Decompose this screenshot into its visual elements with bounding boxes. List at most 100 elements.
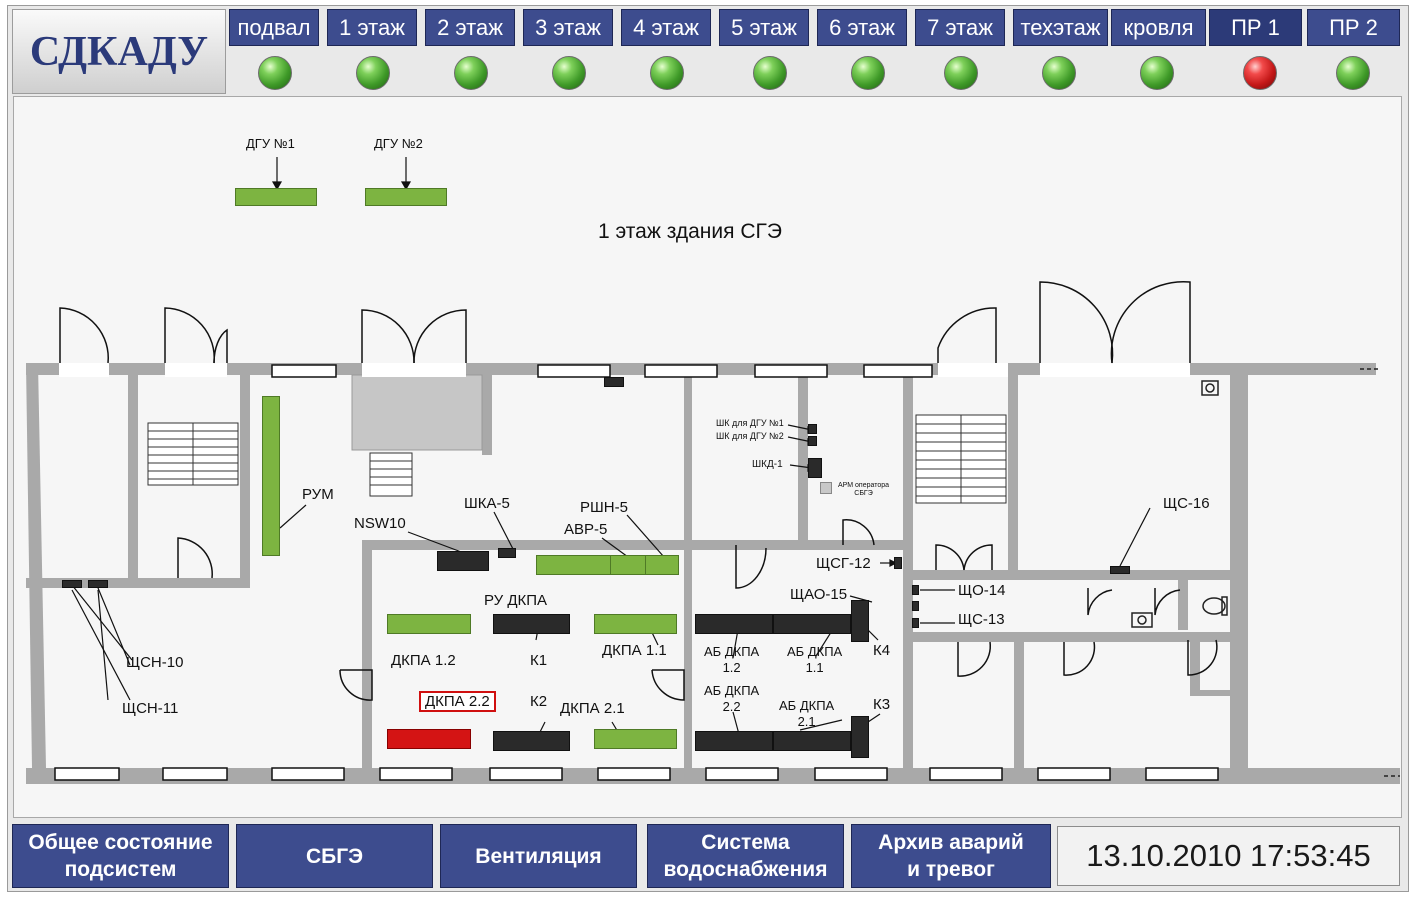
label-shcs-13: ЩС-13: [958, 611, 1005, 628]
device-k1[interactable]: [493, 614, 570, 634]
windows: [54, 364, 1219, 781]
device-dkpa-1-1[interactable]: [594, 614, 677, 634]
device-ab-dkpa-2-1[interactable]: [773, 731, 851, 751]
label-dkpa-1-2: ДКПА 1.2: [391, 652, 456, 669]
device-rshn-5[interactable]: [610, 555, 646, 575]
device-shkd-1[interactable]: [808, 458, 822, 478]
status-led-pr2: [1336, 56, 1370, 90]
tab-floor-7[interactable]: 7 этаж: [915, 9, 1005, 46]
device-k3[interactable]: [851, 716, 869, 758]
device-nsw10[interactable]: [437, 551, 489, 571]
label-arm-operator: АРМ оператора СБГЭ: [838, 482, 890, 497]
device-dkpa-1-2[interactable]: [387, 614, 471, 634]
stairs-right: [915, 414, 1007, 504]
device-ab-dkpa-1-2[interactable]: [695, 614, 773, 634]
doors: [59, 280, 1218, 701]
label-k3: К3: [873, 696, 891, 713]
label-shkd-1: ШКД-1: [752, 459, 783, 470]
plan-edge-marks: [1360, 368, 1400, 777]
status-led-basement: [258, 56, 292, 90]
status-led-tech-floor: [1042, 56, 1076, 90]
label-shchsn-10: ЩСН-10: [126, 654, 184, 671]
tab-floor-1[interactable]: 1 этаж: [327, 9, 417, 46]
label-ru-dkpa: РУ ДКПА: [484, 592, 548, 609]
device-shcs-13[interactable]: [912, 618, 919, 628]
device-dkpa-2-2[interactable]: [387, 729, 471, 749]
device-shka-5[interactable]: [498, 548, 516, 558]
device-avr-5[interactable]: [536, 555, 679, 575]
device-shchsn-11[interactable]: [88, 580, 108, 588]
status-led-floor-1: [356, 56, 390, 90]
tab-floor-2[interactable]: 2 этаж: [425, 9, 515, 46]
status-led-roof: [1140, 56, 1174, 90]
device-ab-dkpa-2-2[interactable]: [695, 731, 773, 751]
label-shk-dgu-2: ШК для ДГУ №2: [716, 431, 784, 441]
status-led-floor-4: [650, 56, 684, 90]
stairs-center: [369, 452, 413, 497]
ventilation-button[interactable]: Вентиляция: [440, 824, 637, 888]
label-shchao-15: ЩАО-15: [790, 586, 848, 603]
tab-floor-3[interactable]: 3 этаж: [523, 9, 613, 46]
water-supply-button[interactable]: Система водоснабжения: [647, 824, 844, 888]
device-shcs-16[interactable]: [1110, 566, 1130, 574]
label-shcs-16: ЩС-16: [1163, 495, 1210, 512]
label-shk-dgu-1: ШК для ДГУ №1: [716, 418, 784, 428]
tab-floor-4[interactable]: 4 этаж: [621, 9, 711, 46]
sbge-button[interactable]: СБГЭ: [236, 824, 433, 888]
tab-pr2[interactable]: ПР 2: [1307, 9, 1400, 46]
label-ab-dkpa-1-1: АБ ДКПА 1.1: [787, 644, 843, 675]
label-shchsn-11: ЩСН-11: [122, 700, 179, 717]
label-shcho-14: ЩО-14: [958, 582, 1006, 599]
label-rshn-5: РШН-5: [580, 499, 628, 516]
tab-pr1[interactable]: ПР 1: [1209, 9, 1302, 46]
device-ab-dkpa-1-1[interactable]: [773, 614, 851, 634]
tab-floor-5[interactable]: 5 этаж: [719, 9, 809, 46]
stairs-left: [147, 422, 239, 486]
status-led-floor-3: [552, 56, 586, 90]
device-dgu-2[interactable]: [365, 188, 447, 206]
device-dkpa-2-1[interactable]: [594, 729, 677, 749]
sink-icon: [1131, 612, 1153, 628]
status-led-floor-7: [944, 56, 978, 90]
label-rum: РУМ: [302, 486, 334, 503]
label-dkpa-2-1: ДКПА 2.1: [560, 700, 625, 717]
label-nsw10: NSW10: [354, 515, 406, 532]
status-led-floor-6: [851, 56, 885, 90]
device-shk-dgu-2[interactable]: [808, 436, 817, 446]
label-k4: К4: [873, 642, 891, 659]
label-shcsg-12: ЩСГ-12: [816, 555, 871, 572]
device-shchsn-10[interactable]: [62, 580, 82, 588]
device-wall-panel[interactable]: [604, 377, 624, 387]
label-avr-5: АВР-5: [564, 521, 608, 538]
label-k2: К2: [530, 693, 548, 710]
device-shchao-15[interactable]: [912, 601, 919, 611]
device-k2[interactable]: [493, 731, 570, 751]
computer-icon[interactable]: [820, 482, 832, 494]
alarm-archive-button[interactable]: Архив аварий и тревог: [851, 824, 1051, 888]
label-dkpa-2-2-alarm: ДКПА 2.2: [419, 691, 496, 712]
stair-landing: [351, 374, 483, 451]
tab-tech-floor[interactable]: техэтаж: [1013, 9, 1108, 46]
floor-title: 1 этаж здания СГЭ: [598, 220, 782, 243]
device-shk-dgu-1[interactable]: [808, 424, 817, 434]
tab-floor-6[interactable]: 6 этаж: [817, 9, 907, 46]
general-status-button[interactable]: Общее состояние подсистем: [12, 824, 229, 888]
toilet-icon: [1202, 596, 1228, 616]
label-dgu-1: ДГУ №1: [246, 136, 295, 151]
washbasin-icon: [1201, 380, 1219, 396]
device-dgu-1[interactable]: [235, 188, 317, 206]
status-led-pr1: [1243, 56, 1277, 90]
device-k4[interactable]: [851, 600, 869, 642]
device-rum[interactable]: [262, 396, 280, 556]
device-shcho-14[interactable]: [912, 585, 919, 595]
tab-basement[interactable]: подвал: [229, 9, 319, 46]
datetime-display: 13.10.2010 17:53:45: [1057, 826, 1400, 886]
label-dgu-2: ДГУ №2: [374, 136, 423, 151]
label-shka-5: ШКА-5: [464, 495, 510, 512]
label-ab-dkpa-1-2: АБ ДКПА 1.2: [704, 644, 760, 675]
label-ab-dkpa-2-2: АБ ДКПА 2.2: [704, 683, 760, 714]
tab-roof[interactable]: кровля: [1111, 9, 1206, 46]
device-shcsg-12[interactable]: [894, 557, 902, 569]
app-logo: СДКАДУ: [12, 9, 226, 94]
